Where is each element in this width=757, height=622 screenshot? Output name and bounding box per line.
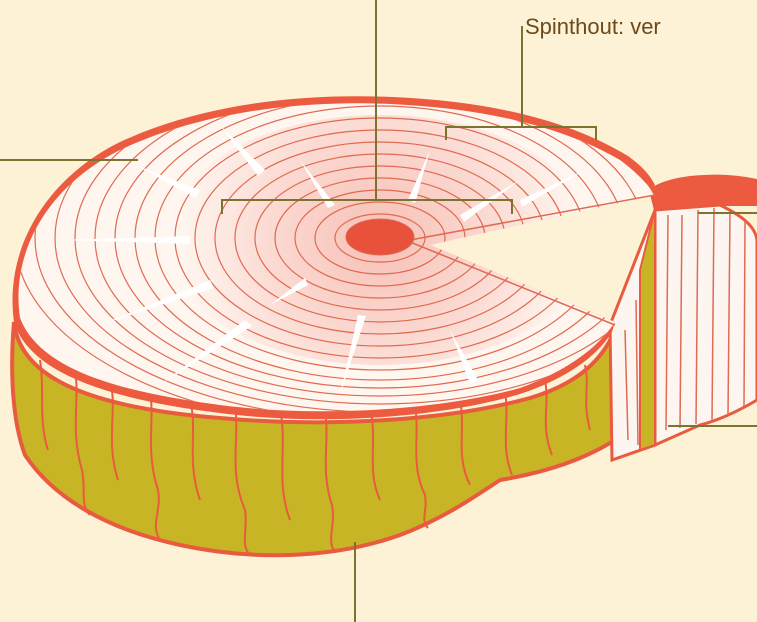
cut-wedge-side — [655, 205, 757, 445]
pith — [346, 219, 414, 255]
wedge-top-edge — [650, 176, 757, 210]
sapwood-label: Spinthout: ver — [525, 14, 661, 40]
